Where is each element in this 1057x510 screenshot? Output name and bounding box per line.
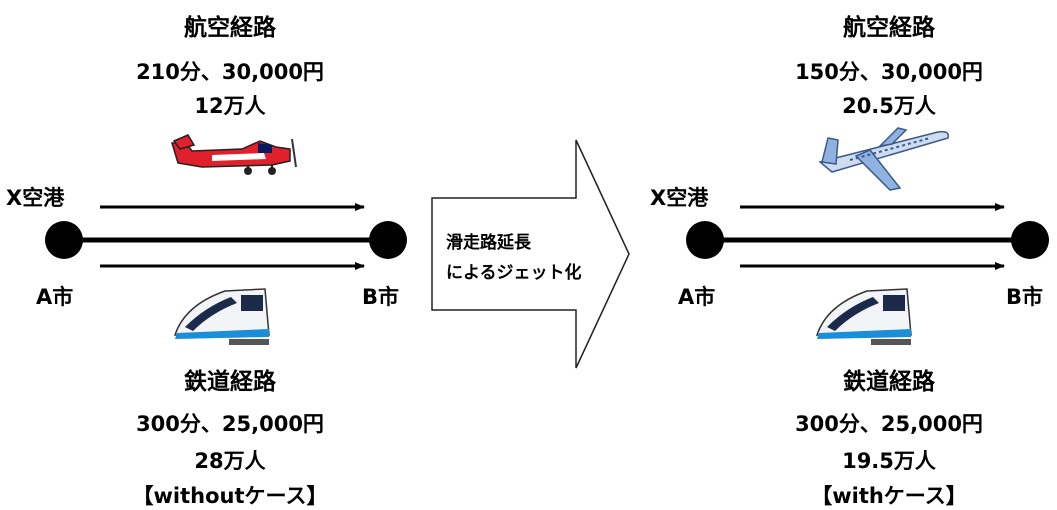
arrow-text-line2: によるジェット化 bbox=[446, 263, 582, 283]
with-city-b-label: B市 bbox=[1006, 285, 1044, 309]
with-city-a-node bbox=[686, 221, 724, 259]
bullet-train-icon bbox=[173, 288, 270, 345]
propeller-plane-icon bbox=[170, 134, 297, 175]
without-city-b-label: B市 bbox=[362, 285, 400, 309]
arrow-text-line1: 滑走路延長 bbox=[446, 233, 531, 253]
with-city-a-label: A市 bbox=[678, 285, 716, 309]
with-rail-title: 鉄道経路 bbox=[843, 369, 935, 395]
with-case-label: 【withケース】 bbox=[811, 484, 967, 508]
without-air-passengers: 12万人 bbox=[194, 94, 266, 118]
without-rail-time-cost: 300分、25,000円 bbox=[136, 412, 324, 436]
without-air-time-cost: 210分、30,000円 bbox=[136, 60, 324, 84]
with-airport-label: X空港 bbox=[650, 186, 709, 210]
with-air-title: 航空経路 bbox=[843, 15, 935, 41]
with-air-passengers: 20.5万人 bbox=[842, 94, 936, 118]
bullet-train-icon bbox=[815, 288, 912, 345]
without-rail-passengers: 28万人 bbox=[194, 449, 266, 473]
without-air-title: 航空経路 bbox=[184, 15, 276, 41]
without-airport-label: X空港 bbox=[6, 186, 65, 210]
without-case-label: 【withoutケース】 bbox=[132, 484, 328, 508]
with-rail-time-cost: 300分、25,000円 bbox=[795, 412, 983, 436]
without-city-a-node bbox=[45, 221, 83, 259]
transition-arrow bbox=[431, 139, 630, 369]
with-rail-passengers: 19.5万人 bbox=[842, 449, 936, 473]
with-air-time-cost: 150分、30,000円 bbox=[795, 60, 983, 84]
jet-plane-icon bbox=[818, 127, 950, 191]
with-city-b-node bbox=[1011, 221, 1049, 259]
with-network bbox=[686, 203, 1049, 270]
without-city-a-label: A市 bbox=[36, 285, 74, 309]
without-rail-title: 鉄道経路 bbox=[184, 369, 276, 395]
without-city-b-node bbox=[369, 221, 407, 259]
without-network bbox=[45, 203, 407, 270]
